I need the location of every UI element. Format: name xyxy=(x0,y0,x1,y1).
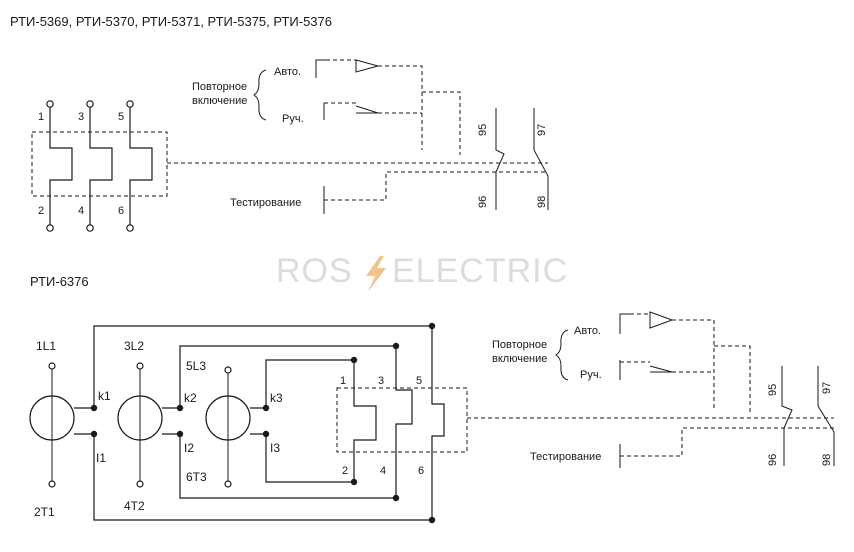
bottom-power-circuit: 1L1 3L2 5L3 2T1 4T2 6T3 k1 k2 k3 I1 I2 I… xyxy=(29,322,468,524)
watermark-logo: ROS ELECTRIC xyxy=(276,252,568,292)
line-label-1L1: 1L1 xyxy=(36,339,56,353)
heater-element-3 xyxy=(129,107,153,225)
line-label-5L3: 5L3 xyxy=(186,359,206,373)
watermark-text-right: ELECTRIC xyxy=(392,252,568,290)
i-label-3: I3 xyxy=(270,441,280,455)
reset-label-line1: Повторное xyxy=(192,81,247,93)
contact-95-96 xyxy=(495,108,505,210)
terminal-label-5: 5 xyxy=(416,375,422,387)
auto-label: Авто. xyxy=(574,325,601,337)
manual-label: Руч. xyxy=(580,369,602,381)
load-label-4T2: 4T2 xyxy=(124,499,145,513)
reset-brace xyxy=(555,329,569,381)
reset-label-line2: включение xyxy=(492,353,547,365)
i-label-2: I2 xyxy=(184,441,194,455)
top-test-button: Тестирование xyxy=(230,171,548,214)
thermal-unit-box xyxy=(336,387,468,453)
auto-triangle-icon xyxy=(649,311,674,329)
load-label-2T1: 2T1 xyxy=(34,505,55,519)
contact-label-95: 95 xyxy=(477,124,489,136)
reset-brace xyxy=(253,69,267,121)
top-title: РТИ-5369, РТИ-5370, РТИ-5371, РТИ-5375, … xyxy=(10,14,332,29)
terminal-label-3: 3 xyxy=(78,111,84,123)
k-label-1: k1 xyxy=(98,389,111,403)
secondary-loop-1 xyxy=(74,325,445,521)
contact-label-95: 95 xyxy=(767,384,779,396)
terminal-label-1: 1 xyxy=(340,375,346,387)
contact-97-98 xyxy=(817,366,835,466)
secondary-loop-3 xyxy=(250,359,377,483)
terminal-5-top xyxy=(126,100,134,108)
bottom-aux-contacts: 95 97 96 98 xyxy=(767,366,835,466)
current-transformer-2 xyxy=(117,395,163,441)
reset-label-line1: Повторное xyxy=(492,339,547,351)
terminal-label-5: 5 xyxy=(118,111,124,123)
test-label: Тестирование xyxy=(530,451,601,463)
test-label: Тестирование xyxy=(230,197,301,209)
terminal-label-4: 4 xyxy=(78,205,84,217)
contact-label-97: 97 xyxy=(821,382,833,394)
terminal-4-bottom xyxy=(86,224,94,232)
thermal-unit-box xyxy=(31,131,168,197)
bottom-reset-selector: Повторное включение Авто. Руч. xyxy=(492,311,751,412)
contact-label-98: 98 xyxy=(821,454,833,466)
terminal-label-6: 6 xyxy=(118,205,124,217)
top-power-circuit: 1 3 5 2 4 6 xyxy=(31,100,168,232)
manual-label: Руч. xyxy=(282,113,304,125)
top-reset-selector: Повторное включение Авто. Руч. xyxy=(192,59,461,155)
k-label-3: k3 xyxy=(270,391,283,405)
auto-label: Авто. xyxy=(274,66,301,78)
line-label-3L2: 3L2 xyxy=(124,339,144,353)
bolt-icon xyxy=(366,256,386,292)
heater-element-2 xyxy=(89,107,113,225)
terminal-2-bottom xyxy=(46,224,54,232)
terminal-label-3: 3 xyxy=(378,375,384,387)
current-transformer-1 xyxy=(29,395,75,441)
load-label-6T3: 6T3 xyxy=(186,470,207,484)
terminal-6-bottom xyxy=(126,224,134,232)
contact-label-96: 96 xyxy=(767,454,779,466)
auto-lever xyxy=(315,59,326,78)
bottom-test-button: Тестирование xyxy=(530,427,834,468)
terminal-label-6: 6 xyxy=(418,465,424,477)
terminal-label-2: 2 xyxy=(38,205,44,217)
i-label-1: I1 xyxy=(96,451,106,465)
k-label-2: k2 xyxy=(184,391,197,405)
heater-element-1 xyxy=(49,107,73,225)
terminal-label-4: 4 xyxy=(380,465,386,477)
contact-95-96 xyxy=(781,366,793,466)
current-transformer-3 xyxy=(205,395,251,441)
manual-triangle-icon xyxy=(649,365,673,373)
terminal-label-2: 2 xyxy=(342,465,348,477)
contact-label-96: 96 xyxy=(477,196,489,208)
bottom-title: РТИ-6376 xyxy=(30,274,89,289)
top-aux-contacts: 95 97 96 98 xyxy=(477,108,549,210)
contact-label-98: 98 xyxy=(536,196,548,208)
terminal-1-top xyxy=(46,100,54,108)
terminal-label-1: 1 xyxy=(38,111,44,123)
terminal-3-top xyxy=(86,100,94,108)
contact-97-98 xyxy=(533,108,549,210)
auto-triangle-icon xyxy=(355,59,380,73)
manual-triangle-icon xyxy=(355,105,379,114)
contact-label-97: 97 xyxy=(536,124,548,136)
secondary-loop-2 xyxy=(162,345,413,499)
auto-lever xyxy=(619,313,630,334)
reset-label-line2: включение xyxy=(192,95,247,107)
watermark-text-left: ROS xyxy=(276,252,353,290)
